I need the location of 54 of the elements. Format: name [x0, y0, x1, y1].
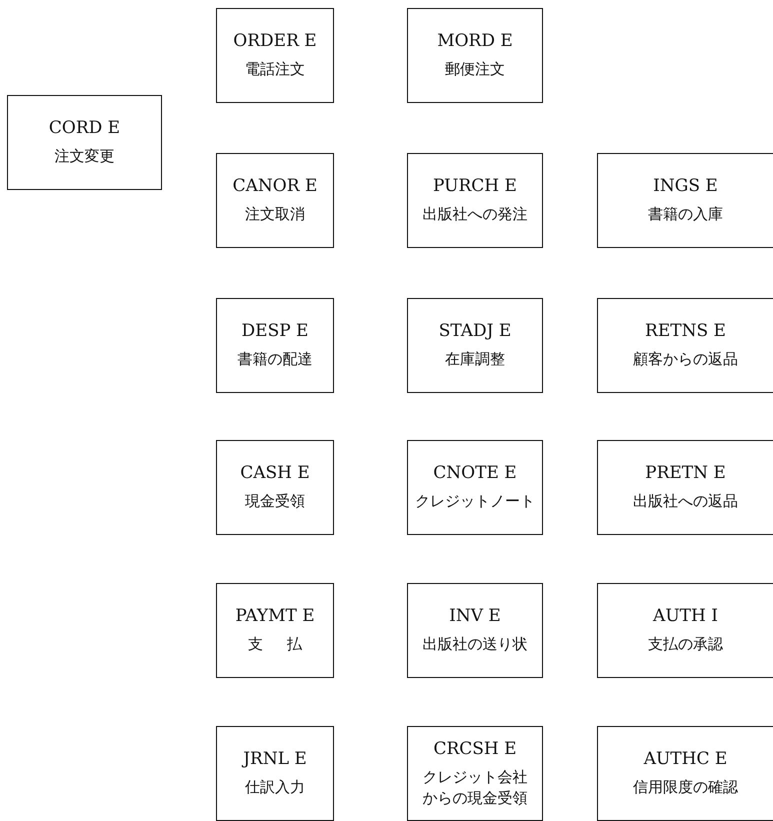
entity-code: CRCSH E — [433, 738, 517, 758]
process-box — [216, 8, 334, 103]
entity-code: INV E — [449, 606, 501, 626]
process-box — [7, 95, 162, 190]
process-box — [407, 8, 543, 103]
entity-code: CANOR E — [232, 176, 318, 196]
entity-code: STADJ E — [438, 321, 512, 341]
entity-description: 顧客からの返品 — [633, 349, 738, 370]
entity-code: PRETN E — [645, 463, 726, 483]
process-box — [407, 298, 543, 393]
entity-code: CNOTE E — [433, 463, 517, 483]
entity-code: PURCH E — [433, 176, 517, 196]
entity-code: MORD E — [437, 31, 513, 51]
process-box — [597, 298, 773, 393]
entity-description: 書籍の入庫 — [648, 204, 723, 225]
entity-code: CORD E — [48, 118, 120, 138]
process-box — [597, 440, 773, 535]
entity-description: 出版社への発注 — [422, 204, 528, 225]
entity-code: AUTH I — [653, 606, 718, 626]
entity-code: DESP E — [242, 321, 308, 341]
entity-code: ORDER E — [233, 31, 317, 51]
process-box — [216, 440, 334, 535]
process-box — [597, 583, 773, 678]
entity-description: 出版社への返品 — [633, 491, 738, 512]
entity-code: JRNL E — [243, 749, 307, 769]
entity-description: クレジットノート — [415, 491, 535, 512]
entity-description: 信用限度の確認 — [633, 777, 738, 798]
entity-description: 支払の承認 — [648, 634, 723, 655]
process-box — [216, 298, 334, 393]
entity-description: 電話注文 — [245, 59, 305, 80]
process-box — [407, 583, 543, 678]
entity-description: 注文変更 — [54, 146, 114, 167]
process-box — [216, 726, 334, 821]
process-box — [597, 726, 773, 821]
entity-description: 支払 — [247, 634, 326, 655]
entity-description: 注文取消 — [245, 204, 305, 225]
process-box — [407, 440, 543, 535]
entity-code: PAYMT E — [235, 606, 315, 626]
entity-description: 仕訳入力 — [245, 777, 305, 798]
entity-code: INGS E — [653, 176, 718, 196]
entity-description: 現金受領 — [245, 491, 305, 512]
entity-description: 在庫調整 — [445, 349, 505, 370]
entity-code: AUTHC E — [644, 749, 728, 769]
entity-code: RETNS E — [645, 321, 726, 341]
process-box — [407, 153, 543, 248]
process-box — [216, 153, 334, 248]
entity-description: 書籍の配達 — [238, 349, 312, 370]
entity-description: 郵便注文 — [445, 59, 505, 80]
entity-code: CASH E — [240, 463, 310, 483]
process-box — [597, 153, 773, 248]
entity-description: クレジット会社からの現金受領 — [422, 766, 528, 808]
process-box — [216, 583, 334, 678]
process-box — [407, 726, 543, 821]
entity-description: 出版社の送り状 — [422, 634, 528, 655]
